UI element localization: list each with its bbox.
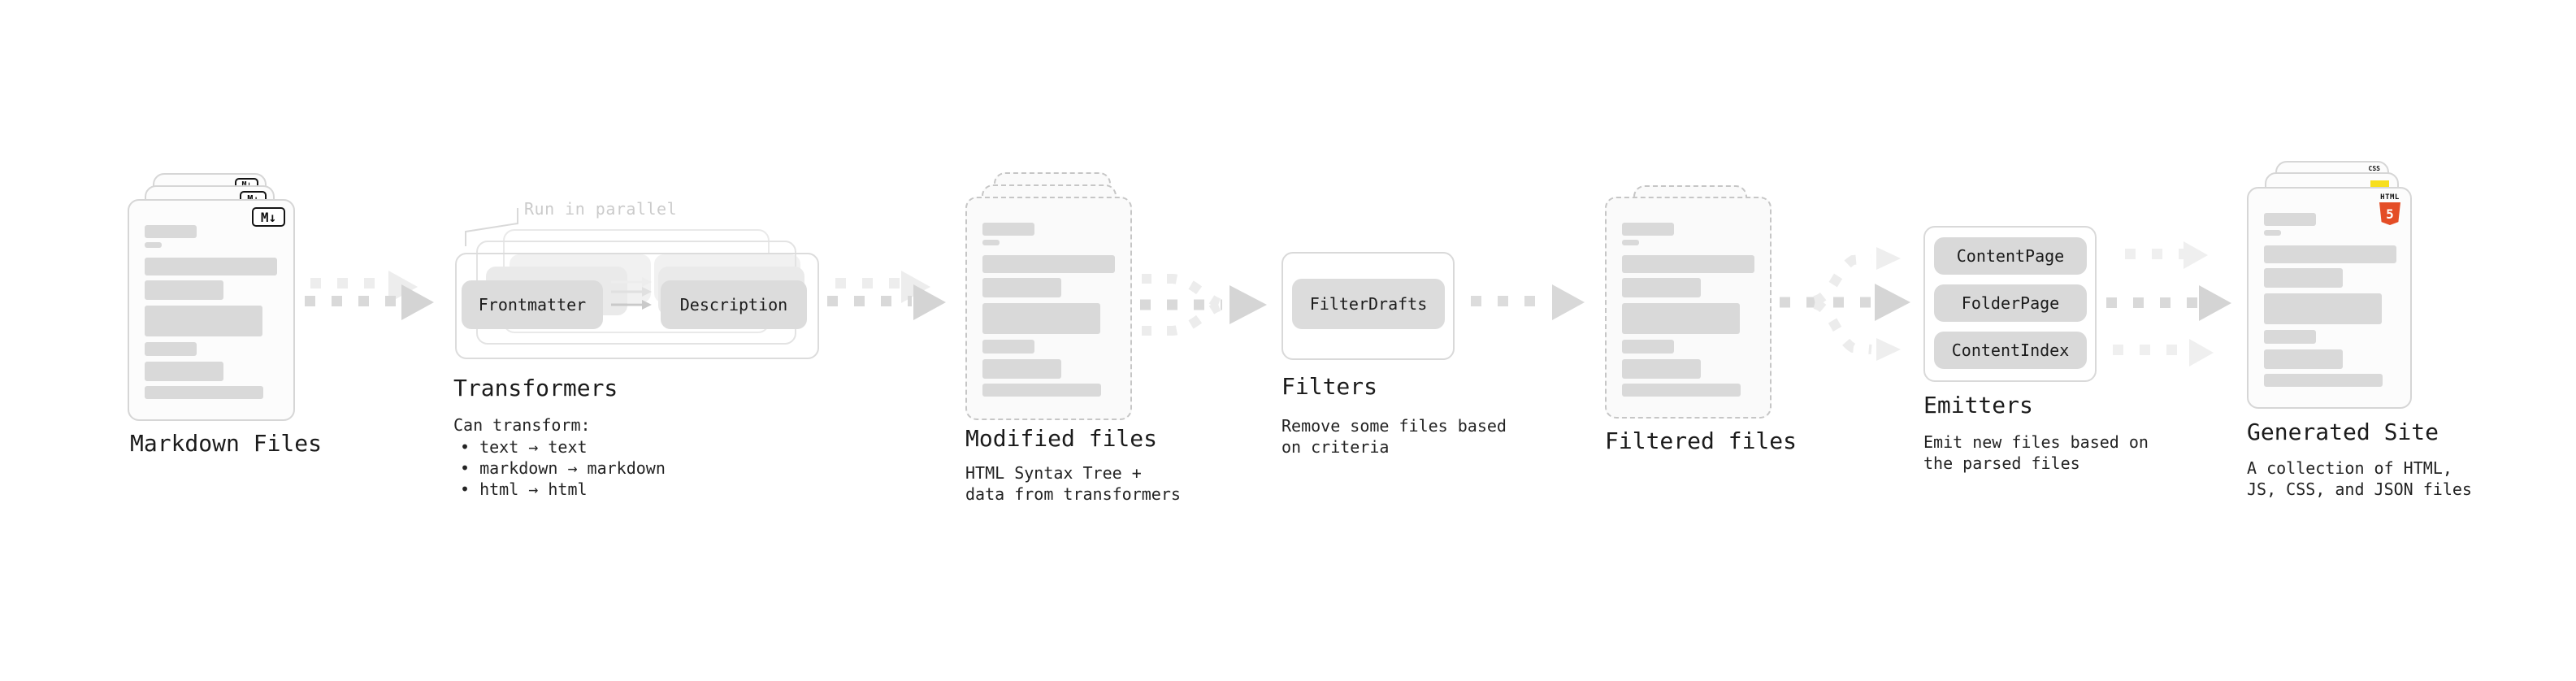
filters-subtitle: Remove some files based [1281, 416, 1507, 436]
html5-icon: HTML 5 [2377, 193, 2403, 225]
flow-arrow-head [1552, 284, 1585, 320]
flow-arrow-head [401, 284, 434, 320]
run-in-parallel-note: Run in parallel [524, 199, 678, 219]
flow-arrow-head-light [2184, 241, 2208, 269]
transformers-bullet: • text → text [460, 437, 588, 457]
flow-arrow-head [2199, 285, 2231, 321]
transformers-bullet: • markdown → markdown [460, 458, 666, 478]
content-bar [2264, 330, 2316, 344]
description-pill: Description [661, 280, 807, 329]
filters-subtitle: on criteria [1281, 437, 1390, 457]
flow-arrow-dash [2106, 297, 2197, 308]
content-bar [145, 225, 197, 238]
leader-line [465, 208, 518, 246]
content-bar [1622, 255, 1754, 273]
content-bar [982, 255, 1115, 273]
content-bar [2264, 230, 2281, 236]
content-bar [1622, 340, 1674, 354]
content-bar [982, 223, 1034, 236]
flow-arrow-dash [305, 296, 401, 306]
content-bar [2264, 268, 2343, 288]
modified-file-card-front [965, 197, 1132, 420]
html5-icon-label: HTML [2380, 193, 2400, 202]
filterdrafts-pill: FilterDrafts [1292, 279, 1445, 329]
markdown-icon: M↓ [252, 207, 285, 227]
content-bar [2264, 349, 2343, 369]
transformers-desc-title: Can transform: [453, 415, 591, 435]
content-bar [145, 386, 263, 399]
site-file-card-front: HTML 5 [2247, 187, 2412, 409]
content-bar [2264, 213, 2316, 226]
stage-label-filters: Filters [1281, 373, 1378, 400]
filtered-file-card-front [1605, 197, 1772, 419]
content-bar [145, 258, 277, 275]
flow-arrow-dash-light [2113, 345, 2189, 355]
split-arrow [1780, 247, 1910, 361]
content-bar [145, 342, 197, 356]
stage-label-generated-site: Generated Site [2247, 419, 2439, 445]
content-bar [982, 359, 1061, 379]
emitters-subtitle: the parsed files [1923, 453, 2080, 473]
content-bar [1622, 359, 1701, 379]
flow-arrow-dash-light [310, 278, 388, 288]
stage-label-filtered-files: Filtered files [1605, 427, 1798, 454]
content-bar [2264, 374, 2383, 387]
merge-arrow [1140, 274, 1267, 336]
content-bar [982, 384, 1101, 397]
content-bar [982, 240, 1000, 245]
content-bar [145, 306, 262, 336]
content-bar [1622, 303, 1740, 334]
flow-arrow-head-light [2189, 339, 2214, 367]
flow-arrow-head [913, 284, 946, 320]
content-bar [145, 242, 162, 248]
modified-files-subtitle: HTML Syntax Tree + [965, 463, 1142, 483]
content-bar [982, 303, 1100, 334]
generated-site-subtitle: JS, CSS, and JSON files [2247, 479, 2472, 499]
content-bar [982, 278, 1061, 297]
content-bar [145, 362, 223, 381]
content-bar [982, 340, 1034, 354]
markdown-file-card-front: M↓ [128, 199, 295, 421]
flow-arrow-dash-light [835, 278, 904, 288]
generated-site-subtitle: A collection of HTML, [2247, 458, 2452, 478]
flow-arrow-dash [1471, 296, 1550, 306]
folderpage-pill: FolderPage [1934, 284, 2087, 322]
content-bar [1622, 278, 1701, 297]
stage-label-transformers: Transformers [453, 375, 618, 401]
transformers-bullet: • html → html [460, 479, 588, 499]
content-bar [1622, 223, 1674, 236]
emitters-subtitle: Emit new files based on [1923, 432, 2149, 452]
transformers-box-front [455, 253, 819, 359]
frontmatter-pill: Frontmatter [462, 280, 603, 329]
stage-label-emitters: Emitters [1923, 392, 2033, 419]
content-bar [2264, 293, 2382, 324]
html5-icon-shield: 5 [2379, 202, 2400, 225]
flow-arrow-dash-light [2125, 249, 2184, 259]
flow-arrow-dash [827, 296, 912, 306]
content-bar [1622, 240, 1639, 245]
contentindex-pill: ContentIndex [1934, 332, 2087, 369]
content-bar [1622, 384, 1741, 397]
contentpage-pill: ContentPage [1934, 237, 2087, 275]
stage-label-markdown-files: Markdown Files [130, 430, 323, 457]
modified-files-subtitle: data from transformers [965, 484, 1181, 504]
transform-mini-arrows [611, 277, 652, 310]
content-bar [2264, 245, 2396, 263]
content-bar [145, 280, 223, 300]
stage-label-modified-files: Modified files [965, 425, 1158, 452]
